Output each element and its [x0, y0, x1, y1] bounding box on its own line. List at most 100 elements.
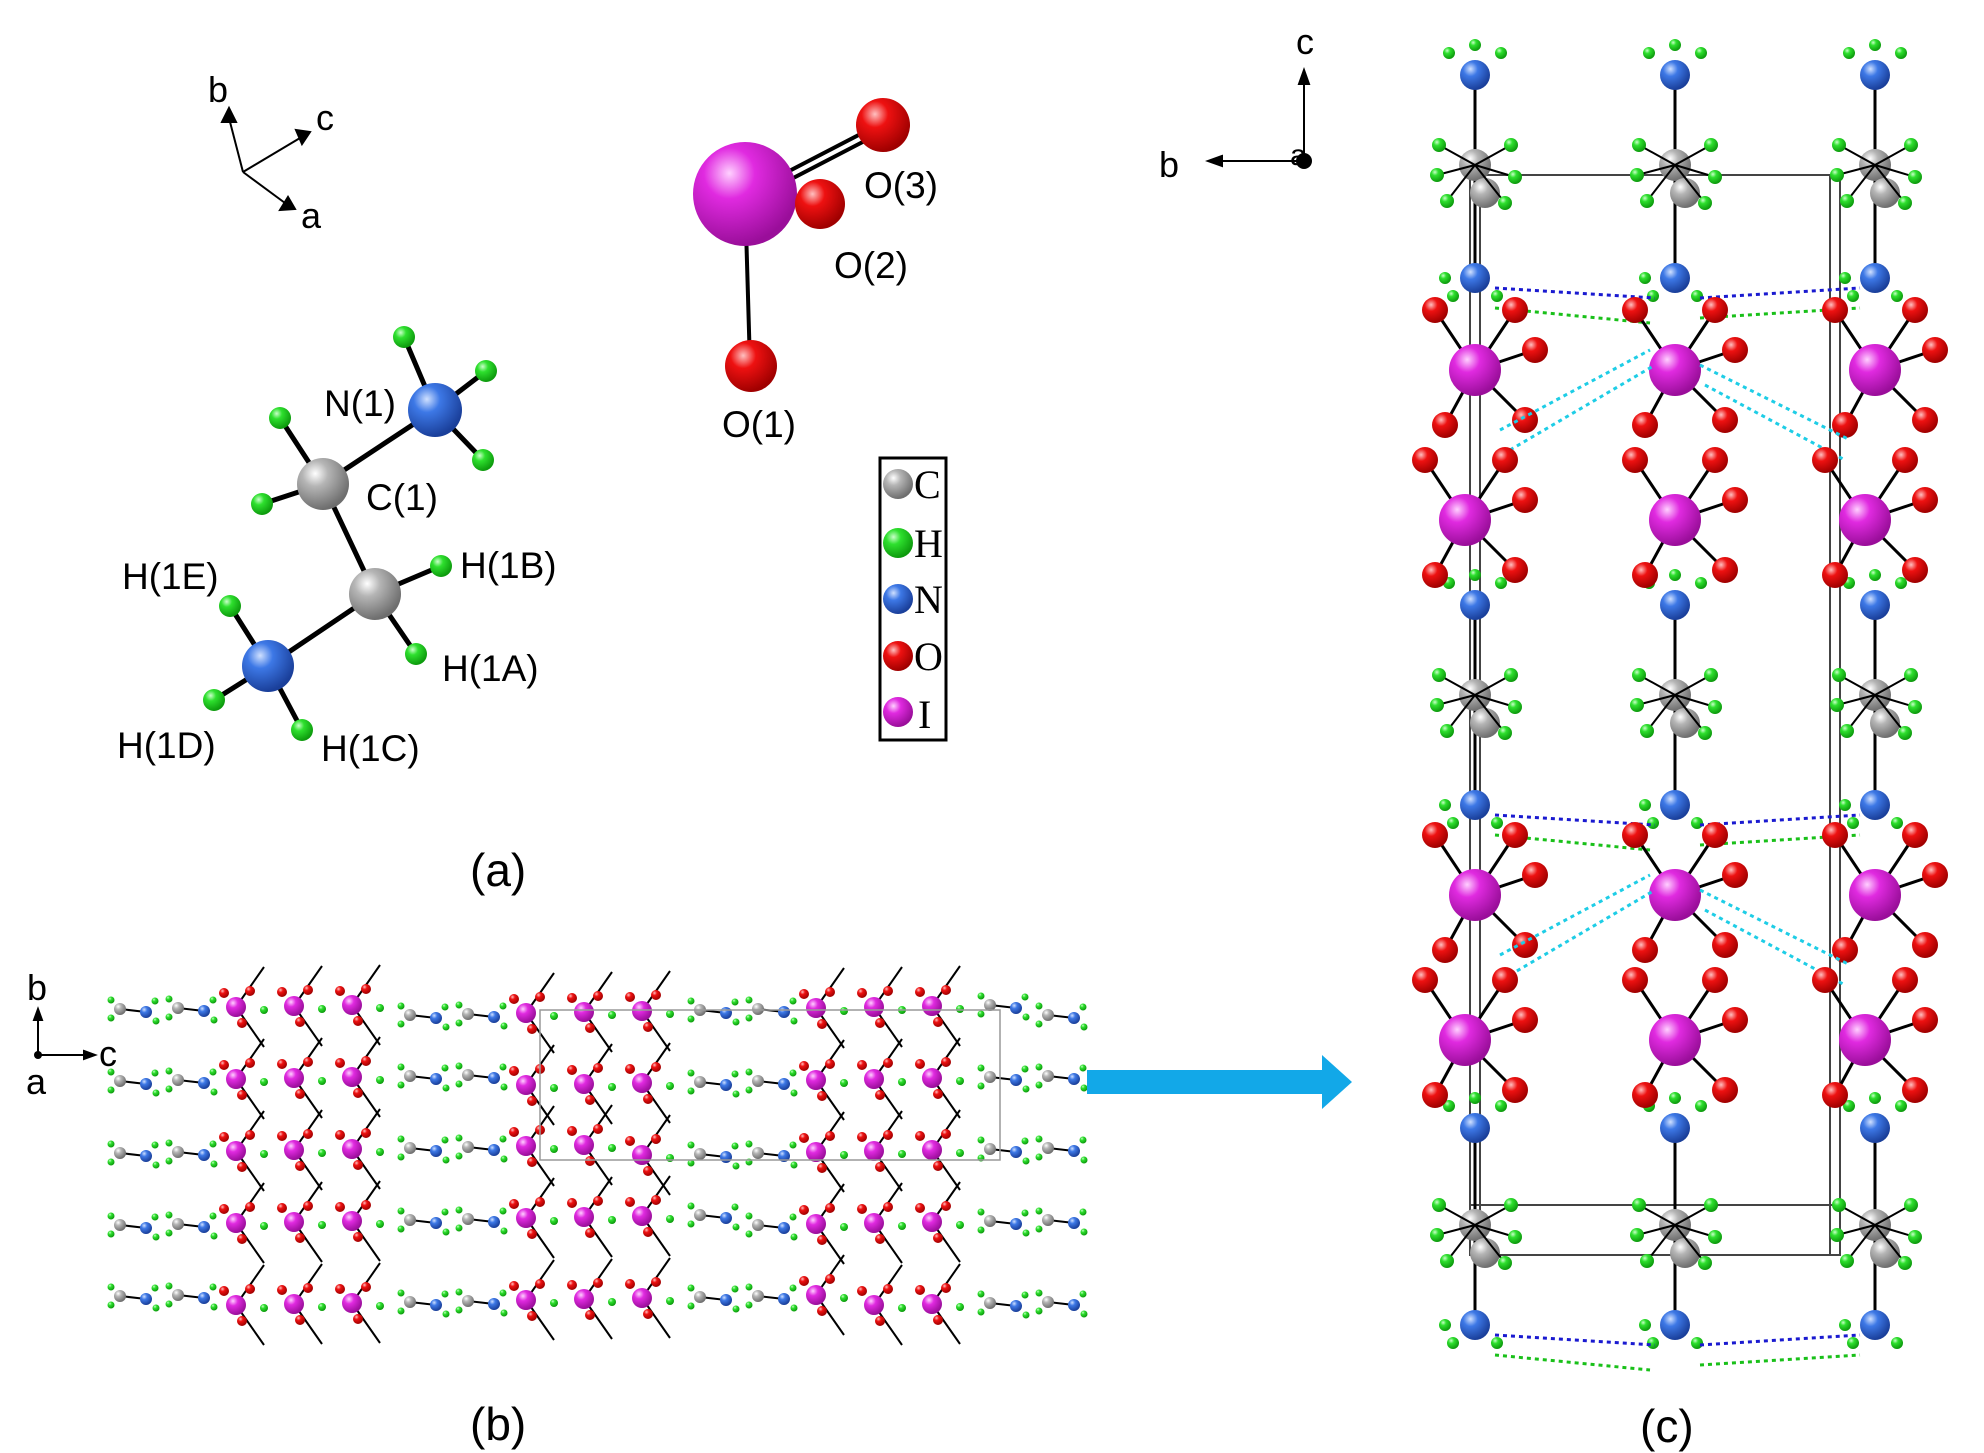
atom-o	[643, 1309, 653, 1319]
atom-h	[455, 1152, 463, 1160]
atom-h	[1895, 1100, 1907, 1112]
atom-o	[825, 1131, 835, 1141]
atom-h	[1498, 726, 1512, 740]
legend-label-i: I	[918, 692, 931, 737]
atom-h	[1440, 1254, 1454, 1268]
atom-i	[516, 1136, 536, 1156]
atom-o	[915, 1131, 925, 1141]
atom-o	[245, 1130, 255, 1140]
atom-i	[226, 1069, 246, 1089]
atom-h	[1022, 1229, 1030, 1237]
atom-h	[500, 1309, 508, 1317]
atom-c	[404, 1009, 416, 1021]
atom-o	[303, 985, 313, 995]
atom-h	[666, 1082, 674, 1090]
atom-c	[984, 999, 996, 1011]
label-o1: O(1)	[722, 404, 796, 445]
label-h1b: H(1B)	[460, 545, 557, 586]
panel-a-axis-c-label: c	[316, 97, 334, 138]
atom-o	[245, 986, 255, 996]
atom-c	[404, 1142, 416, 1154]
label-h1d: H(1D)	[117, 725, 216, 766]
atom-h	[499, 1002, 507, 1010]
atom-h	[956, 1149, 964, 1157]
atom-c	[462, 1141, 474, 1153]
atom-h	[731, 1203, 739, 1211]
atom-h	[732, 1162, 740, 1170]
atom-n	[140, 1078, 152, 1090]
atom-h	[1504, 1198, 1518, 1212]
atom-o	[567, 1126, 577, 1136]
atom-o	[825, 987, 835, 997]
atom-n	[488, 1072, 500, 1084]
atom-h	[1079, 1208, 1087, 1216]
atom-o	[643, 1022, 653, 1032]
atom-h	[731, 1070, 739, 1078]
atom-h	[1908, 700, 1922, 714]
atom-n	[1860, 60, 1890, 90]
atom-h	[1847, 817, 1859, 829]
atom-h	[442, 1156, 450, 1164]
atom-o	[1622, 447, 1648, 473]
atom-o	[1722, 487, 1748, 513]
atom-h	[1830, 698, 1844, 712]
atom-i	[864, 1069, 884, 1089]
atom-n	[140, 1006, 152, 1018]
atom-o	[527, 1157, 537, 1167]
atom-h	[1639, 799, 1651, 811]
atom-o	[335, 986, 345, 996]
atom-n	[778, 1150, 790, 1162]
atom-c	[694, 1148, 706, 1160]
atom-o	[1722, 862, 1748, 888]
atom-h	[165, 1067, 173, 1075]
panel-c-axis-a-label: a	[1290, 139, 1307, 172]
atom-c	[114, 1003, 126, 1015]
arrowhead-icon	[278, 195, 297, 212]
atom-o	[933, 1315, 943, 1325]
atom-h	[107, 1140, 115, 1148]
atom-h	[455, 1080, 463, 1088]
atom-n	[1010, 1146, 1022, 1158]
atom-h	[608, 1216, 616, 1224]
atom-n	[778, 1222, 790, 1234]
atom-o	[933, 1017, 943, 1027]
atom-h	[1079, 1064, 1087, 1072]
atom-h1a	[405, 643, 427, 665]
atom-n	[1660, 60, 1690, 90]
atom-h	[1632, 1198, 1646, 1212]
bond	[1474, 1224, 1506, 1264]
atom-o	[509, 1066, 519, 1076]
atom-o	[509, 994, 519, 1004]
atom-n	[430, 1012, 442, 1024]
legend-swatch-h	[883, 528, 913, 558]
legend-label-n: N	[914, 577, 943, 622]
atom-o	[933, 1161, 943, 1171]
hydrogen-bond	[1699, 833, 1861, 847]
atom-i	[1649, 869, 1701, 921]
atom-o	[1522, 337, 1548, 363]
atom-c	[1670, 178, 1700, 208]
atom-o	[237, 1234, 247, 1244]
panel-b-axis-c-label: c	[99, 1033, 117, 1074]
atom-n1-equiv	[242, 640, 294, 692]
panel-c-axis-triad	[1205, 67, 1312, 169]
atom-o	[799, 1276, 809, 1286]
atom-h	[977, 1082, 985, 1090]
atom-h	[376, 1004, 384, 1012]
legend-label-h: H	[914, 521, 943, 566]
atom-c	[1042, 1214, 1054, 1226]
atom-c	[694, 1291, 706, 1303]
atom-h	[1843, 1100, 1855, 1112]
atom-h	[1832, 138, 1846, 152]
atom-i	[922, 1294, 942, 1314]
atom-c	[1670, 708, 1700, 738]
atom-o	[625, 1064, 635, 1074]
atom-h	[269, 407, 291, 429]
atom-h	[1698, 726, 1712, 740]
atom-o	[651, 1277, 661, 1287]
atom-o	[295, 1315, 305, 1325]
atom-n	[720, 1007, 732, 1019]
atom-h	[956, 1303, 964, 1311]
atom-o	[567, 1280, 577, 1290]
atom-h	[107, 1301, 115, 1309]
